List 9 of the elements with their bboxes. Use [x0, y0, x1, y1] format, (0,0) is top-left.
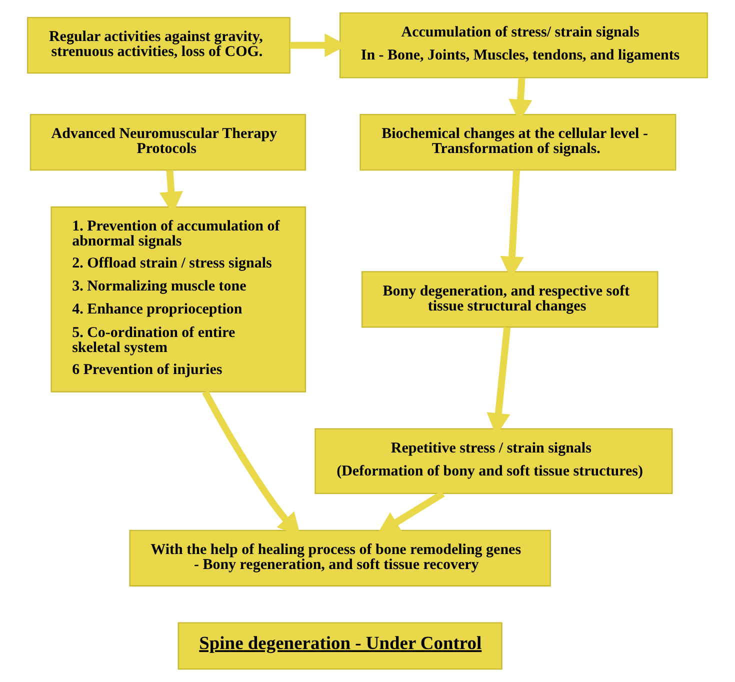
node-box: Accumulation of stress/ strain signals In - Bone, Joints, Muscles, tendons, and ligaments	[339, 12, 708, 78]
node-box: Biochemical changes at the cellular level - Transformation of signals.	[360, 114, 676, 171]
node-box: Bony degeneration, and respective soft tissue structural changes	[361, 271, 658, 328]
node-box: Advanced Neuromuscular Therapy Protocols	[30, 114, 306, 171]
node-box: 1. Prevention of accumulation of abnormal signals 2. Offload strain / stress signals 3. Normalizing muscle tone 4. Enhance proprioception 5. Co-ordination of entire skeletal system 6 Prevention of injuries	[50, 206, 306, 392]
node-box: Spine degeneration - Under Control	[178, 622, 502, 670]
node-box: Regular activities against gravity, strenuous activities, loss of COG.	[27, 17, 290, 74]
node-box: Repetitive stress / strain signals (Deformation of bony and soft tissue structures)	[314, 428, 673, 494]
node-box: With the help of healing process of bone remodeling genes - Bony regeneration, and soft tissue recovery	[129, 530, 551, 586]
